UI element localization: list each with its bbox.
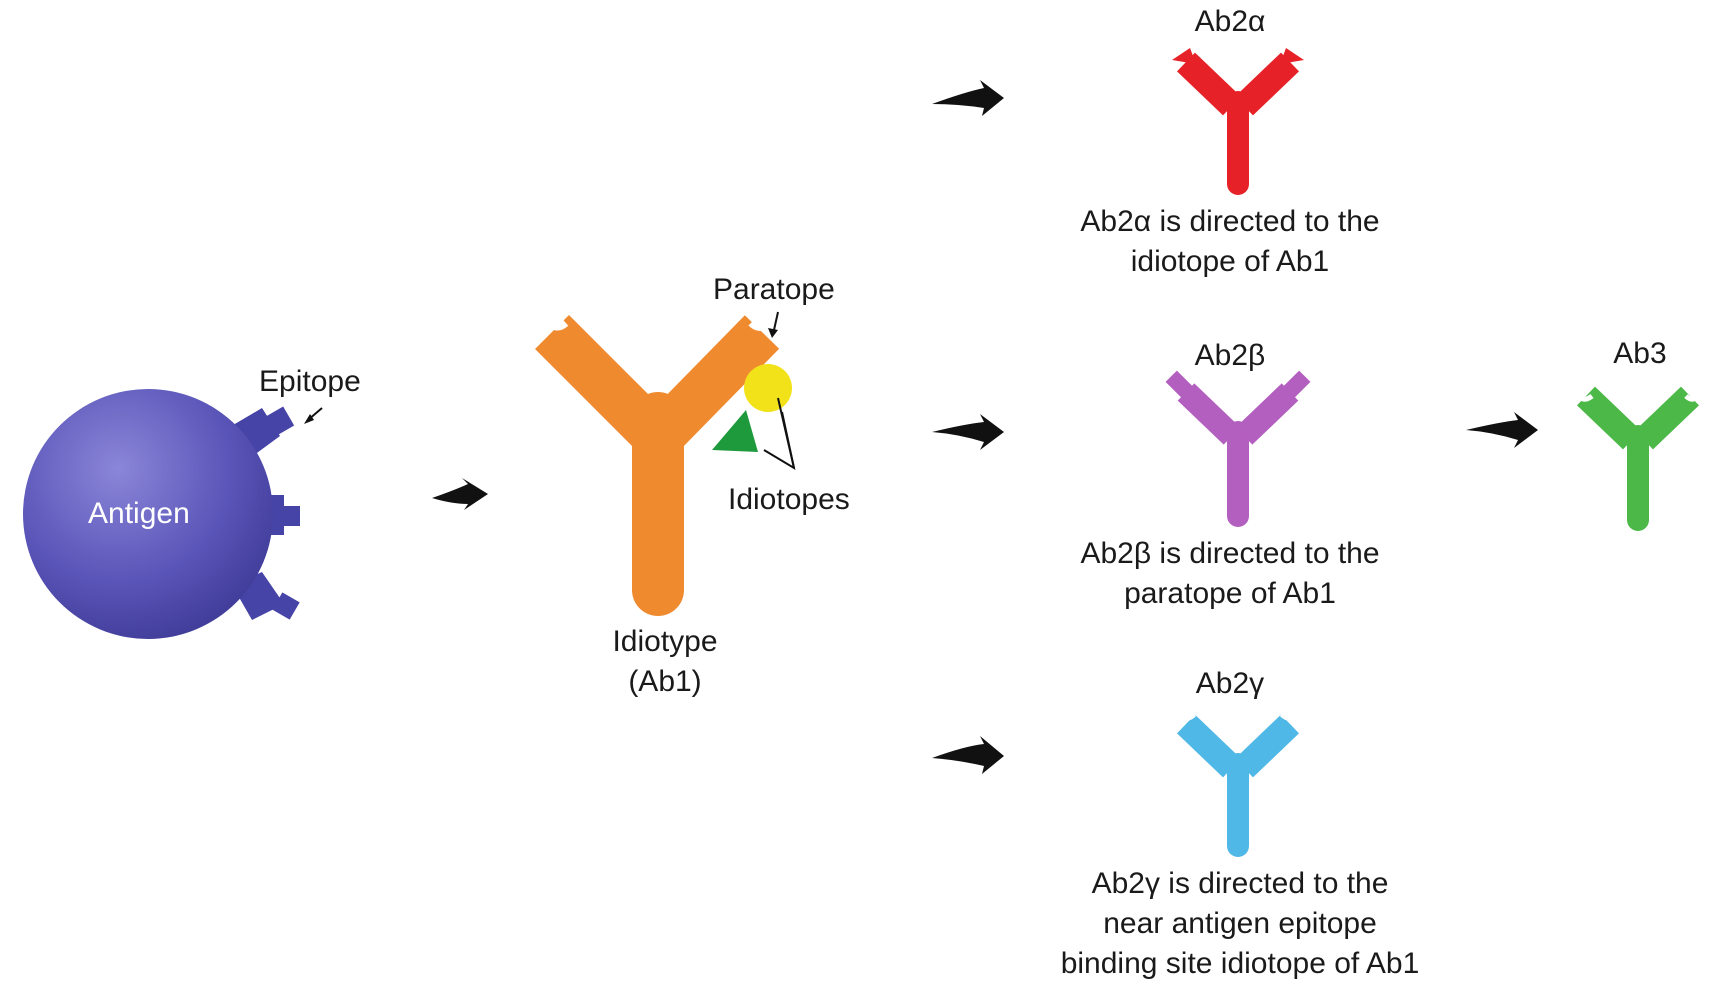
- epitope-pointer-arrow: [304, 407, 323, 424]
- ab3-label: Ab3: [1613, 337, 1667, 370]
- description-line: Ab2β is directed to the: [1080, 537, 1380, 570]
- description-line: Ab2γ is directed to the: [1091, 867, 1389, 900]
- ab2b-label: Ab2β: [1194, 339, 1266, 372]
- arrow-to-ab2b: [932, 414, 1004, 450]
- ab2g-label: Ab2γ: [1195, 667, 1265, 700]
- arrow-to-ab2g: [932, 736, 1004, 774]
- ab2a-description: Ab2α is directed to the idiotope of Ab1: [1030, 202, 1430, 282]
- arrow-ab2b-to-ab3: [1466, 412, 1538, 448]
- idiotype-label-line: Idiotype: [612, 625, 718, 658]
- paratope-ball: [744, 364, 792, 412]
- description-line: binding site idiotope of Ab1: [1060, 947, 1420, 980]
- antigen: [23, 389, 300, 639]
- ab1-antibody: [535, 315, 792, 616]
- ab2g-antibody: [1177, 710, 1299, 857]
- idiotopes-pointer-arrows: [763, 397, 796, 471]
- ab2a-antibody: [1172, 48, 1304, 195]
- description-line: near antigen epitope: [1103, 907, 1377, 940]
- antigen-label: Antigen: [88, 497, 190, 530]
- arrow-antigen-to-ab1: [432, 478, 488, 510]
- ab2b-description: Ab2β is directed to the paratope of Ab1: [1030, 534, 1430, 614]
- paratope-label: Paratope: [713, 273, 835, 306]
- ab2b-antibody: [1165, 370, 1311, 527]
- arrow-to-ab2a: [932, 80, 1004, 116]
- description-line: paratope of Ab1: [1124, 577, 1336, 610]
- paratope-pointer-arrow: [768, 311, 779, 338]
- idiotopes-label: Idiotopes: [728, 483, 850, 516]
- idiotype-label-line: (Ab1): [628, 665, 702, 698]
- epitope-label: Epitope: [259, 365, 361, 398]
- description-line: Ab2α is directed to the: [1080, 205, 1380, 238]
- idiotope-triangle: [712, 410, 758, 452]
- idiotype-label: Idiotype (Ab1): [565, 622, 765, 702]
- antigen-sphere: [23, 389, 273, 639]
- ab3-antibody: [1573, 386, 1703, 531]
- description-line: idiotope of Ab1: [1130, 245, 1330, 278]
- ab2g-description: Ab2γ is directed to the near antigen epi…: [1010, 864, 1470, 984]
- ab2a-label: Ab2α: [1194, 5, 1266, 38]
